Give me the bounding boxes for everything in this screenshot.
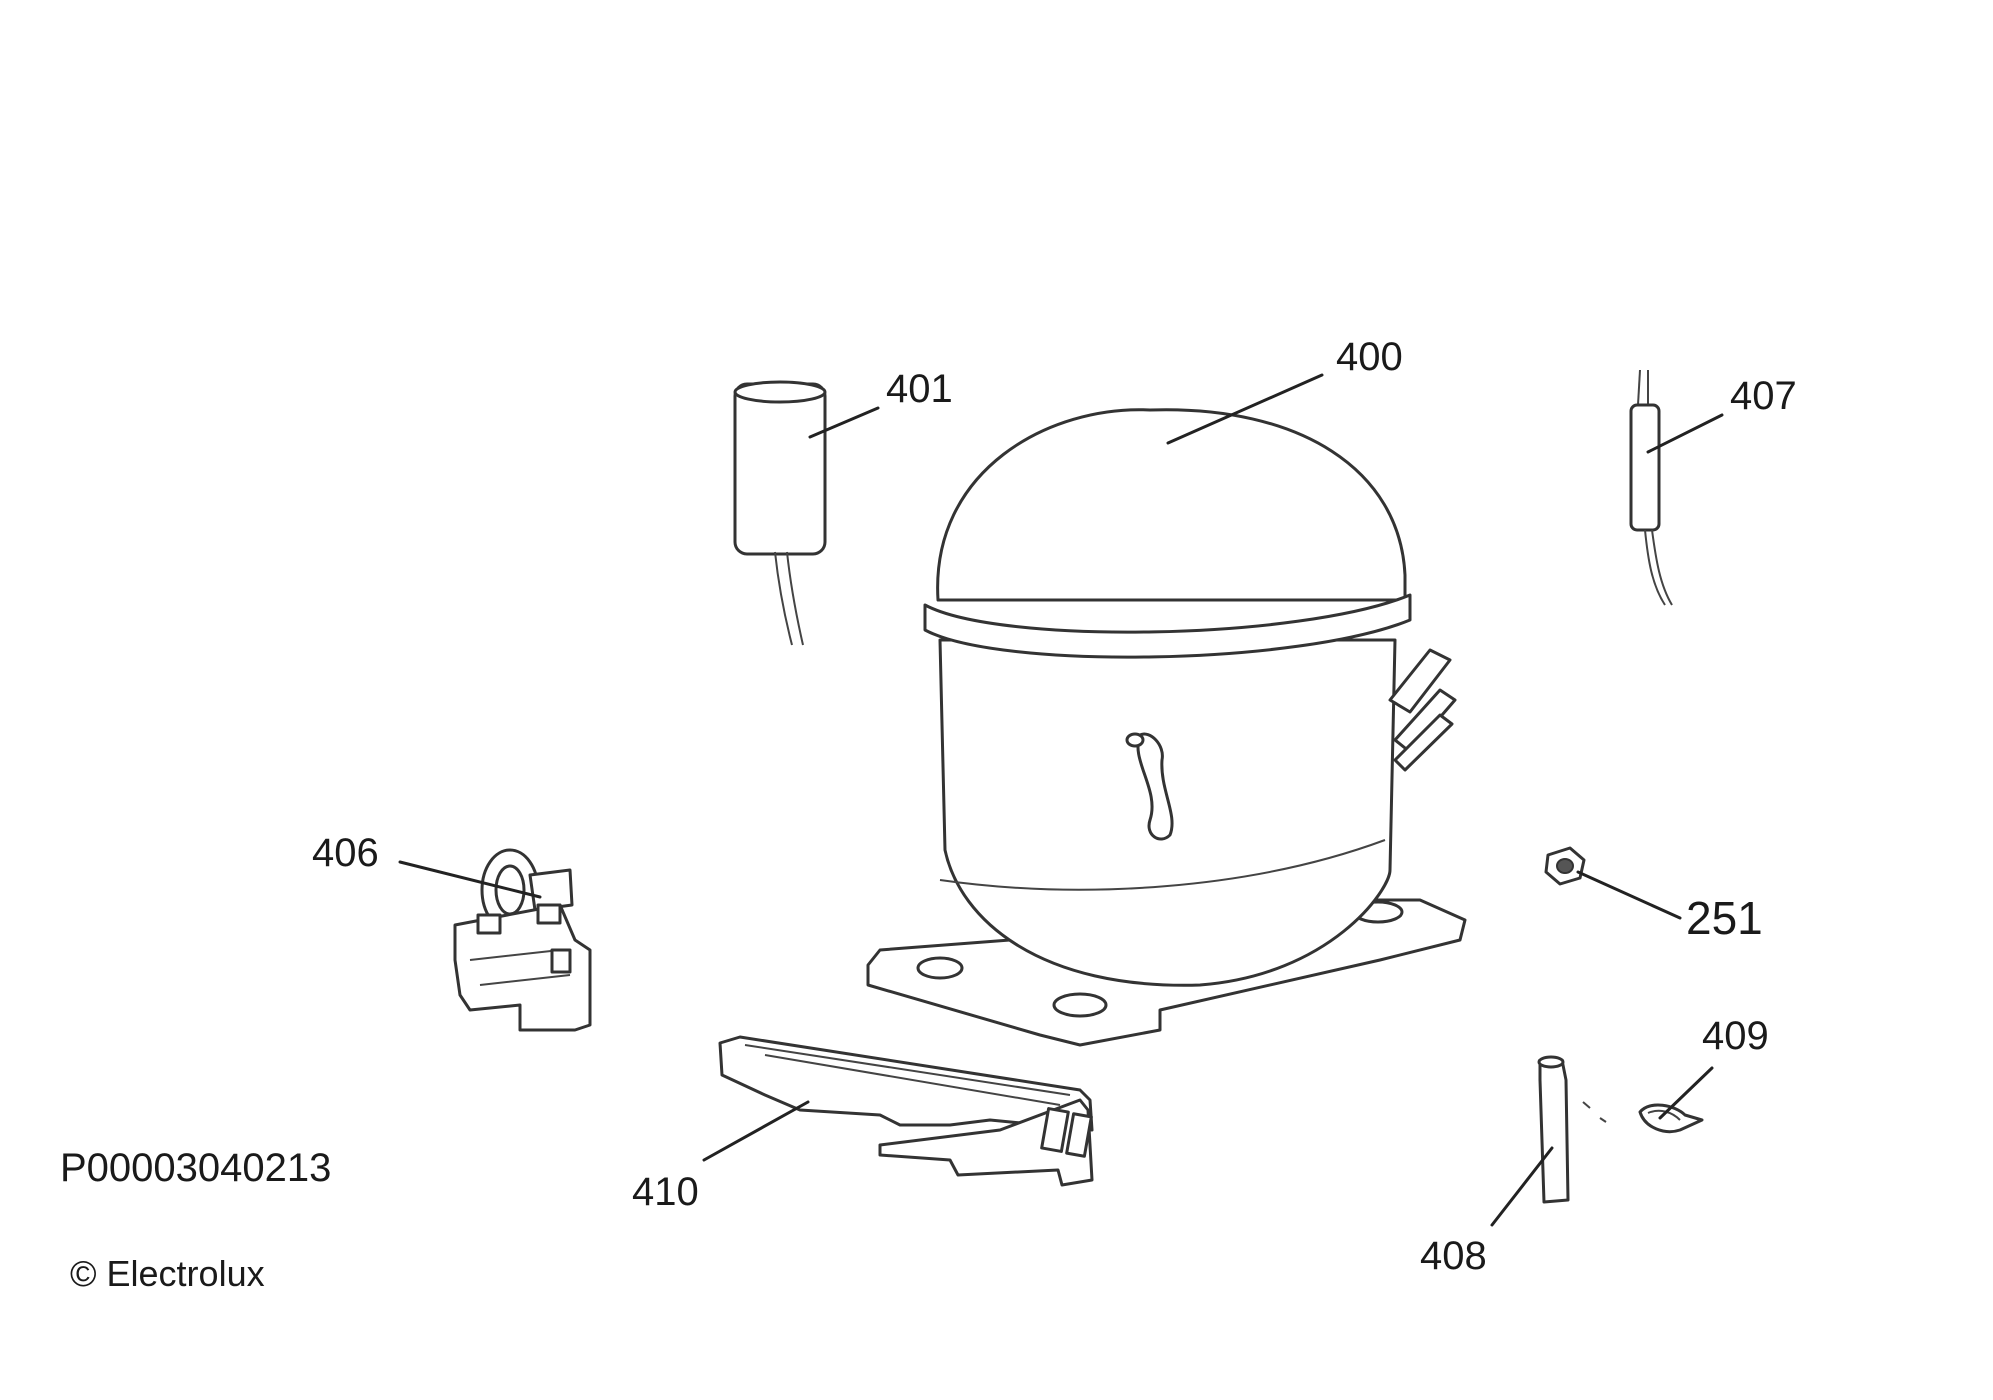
part-406-relay: [453, 848, 592, 1032]
diagram-code: P00003040213: [60, 1146, 332, 1190]
callout-401: 401: [886, 367, 953, 411]
callout-407: 407: [1730, 374, 1797, 418]
leader-401: [808, 406, 880, 439]
leader-251: [1576, 870, 1682, 920]
callout-410: 410: [632, 1170, 699, 1214]
part-408-filter: [1537, 1055, 1607, 1204]
leader-lines: [398, 373, 1724, 1227]
leader-408: [1490, 1146, 1554, 1227]
part-401-capacitor: [733, 380, 827, 646]
callout-409: 409: [1702, 1014, 1769, 1058]
callout-406: 406: [312, 831, 379, 875]
callout-400: 400: [1336, 335, 1403, 379]
callout-408: 408: [1420, 1234, 1487, 1278]
copyright-text: © Electrolux: [70, 1253, 265, 1294]
leader-406: [398, 860, 542, 899]
part-400-compressor: [866, 408, 1467, 1047]
leader-400: [1166, 373, 1324, 445]
leader-407: [1646, 413, 1724, 454]
part-410-cover: [718, 1035, 1094, 1187]
leader-409: [1658, 1066, 1714, 1120]
part-251-nut: [1544, 846, 1586, 886]
part-407-sensor: [1629, 369, 1673, 606]
leader-410: [702, 1100, 810, 1162]
callout-251: 251: [1686, 892, 1763, 944]
